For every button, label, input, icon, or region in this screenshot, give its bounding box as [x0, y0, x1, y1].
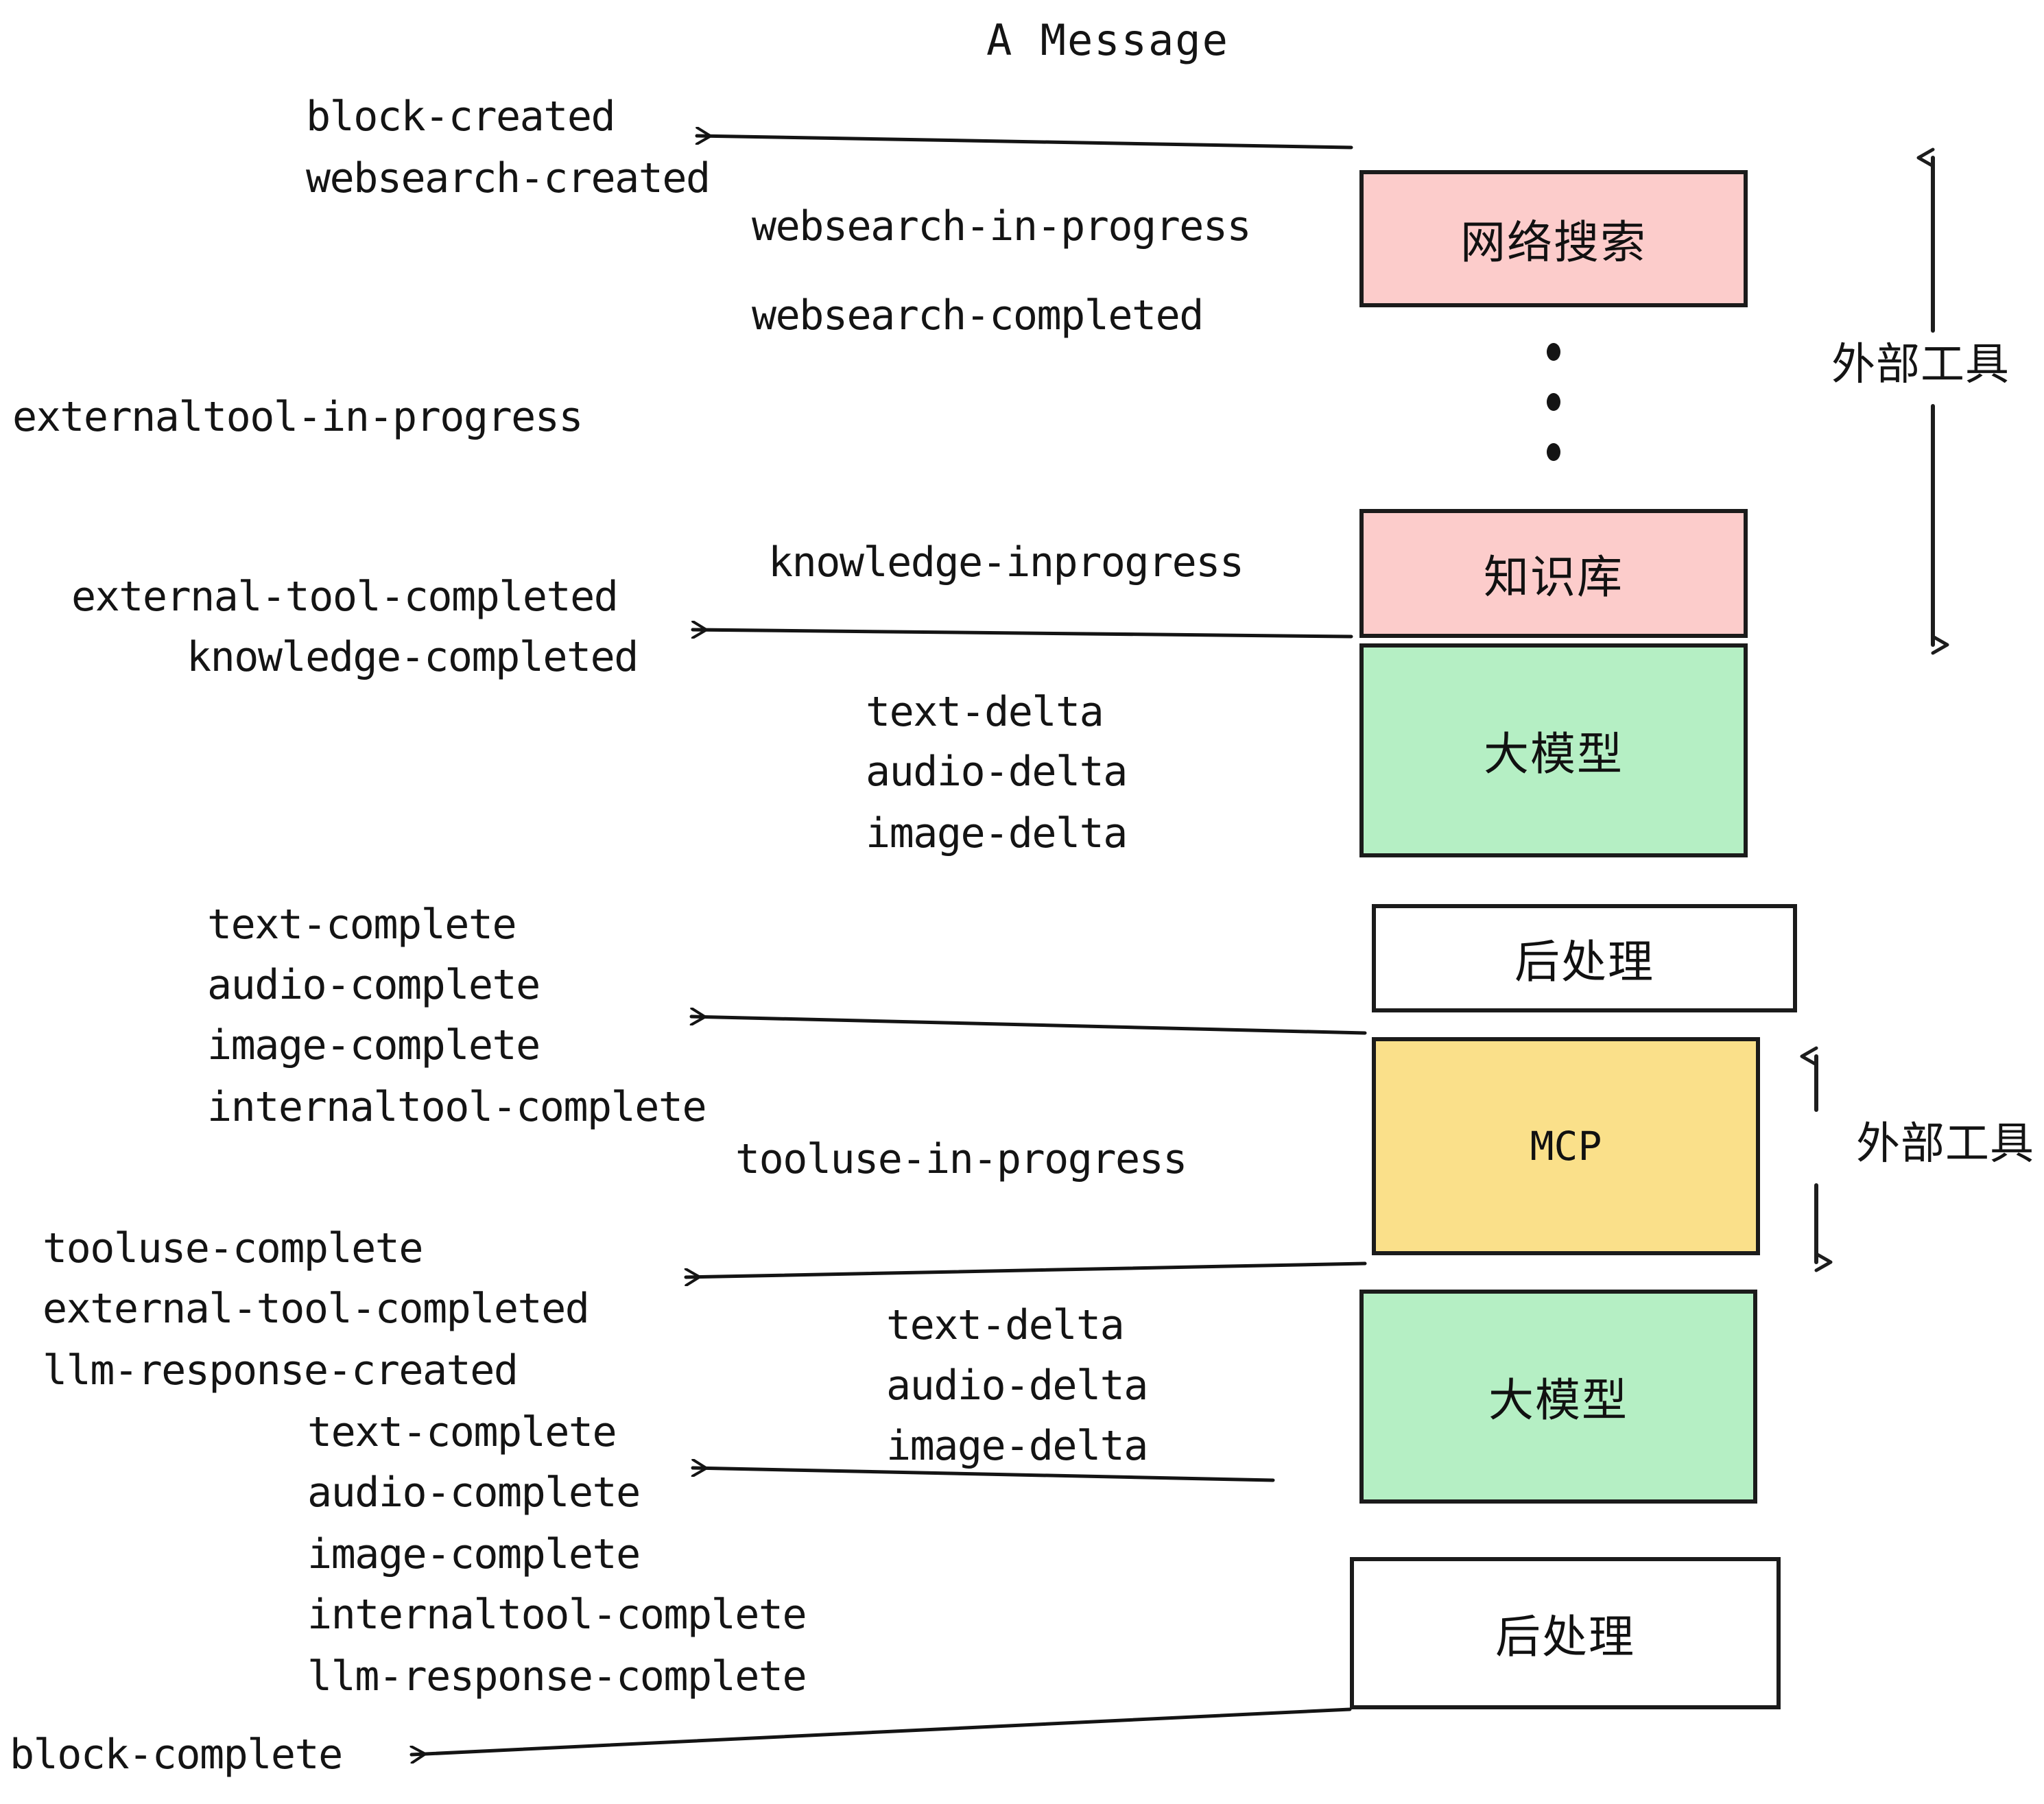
flow-websearch — [695, 136, 1353, 150]
event-label-audio-complete-1: audio-complete — [207, 961, 540, 1009]
flow-postproc-2 — [412, 1707, 1352, 1755]
event-label-externaltool-in-progress: externaltool-in-progress — [12, 393, 583, 441]
event-label-audio-delta-2: audio-delta — [886, 1362, 1148, 1410]
event-label-block-complete: block-complete — [10, 1731, 343, 1779]
event-label-audio-complete-2: audio-complete — [307, 1469, 641, 1517]
node-post-2[interactable]: 后处理 — [1350, 1557, 1781, 1709]
event-label-websearch-completed: websearch-completed — [752, 292, 1204, 340]
page-title: A Message — [986, 15, 1229, 65]
node-label: 网络搜索 — [1460, 216, 1647, 269]
event-label-tooluse-complete: tooluse-complete — [43, 1224, 423, 1272]
dot-icon — [1547, 343, 1560, 361]
event-label-text-delta-2: text-delta — [886, 1301, 1125, 1349]
group-label-external-tools-top: 外部工具 — [1831, 340, 2010, 390]
event-label-text-complete-2: text-complete — [307, 1408, 617, 1456]
dot-icon — [1547, 443, 1560, 461]
dot-icon — [1547, 393, 1560, 411]
node-mcp[interactable]: MCP — [1372, 1037, 1760, 1255]
node-llm-2[interactable]: 大模型 — [1359, 1290, 1757, 1504]
node-label: 大模型 — [1484, 728, 1624, 781]
event-label-image-complete-1: image-complete — [207, 1021, 540, 1069]
event-label-text-delta-1: text-delta — [866, 688, 1104, 736]
event-label-external-tool-completed-2: external-tool-completed — [43, 1285, 590, 1333]
node-knowledge[interactable]: 知识库 — [1359, 509, 1748, 638]
node-llm-1[interactable]: 大模型 — [1359, 643, 1748, 857]
event-label-internaltool-complete-2: internaltool-complete — [307, 1591, 807, 1639]
event-label-image-complete-2: image-complete — [307, 1530, 641, 1578]
node-label: 后处理 — [1514, 936, 1654, 988]
event-label-knowledge-inprogress: knowledge-inprogress — [768, 538, 1244, 586]
flow-postproc-1 — [689, 1017, 1367, 1035]
node-label: 知识库 — [1484, 551, 1624, 604]
ellipsis-dots — [1547, 343, 1560, 461]
node-label: MCP — [1530, 1123, 1602, 1170]
group-label-external-tools-bottom: 外部工具 — [1856, 1119, 2034, 1170]
flow-mcp — [684, 1261, 1367, 1277]
event-label-image-delta-1: image-delta — [866, 809, 1128, 857]
event-label-websearch-created: websearch-created — [306, 154, 711, 202]
event-label-knowledge-completed: knowledge-completed — [187, 633, 639, 681]
event-label-block-created: block-created — [306, 93, 616, 141]
event-label-external-tool-completed-1: external-tool-completed — [71, 573, 619, 621]
event-label-llm-response-complete: llm-response-complete — [307, 1652, 807, 1700]
event-label-tooluse-in-progress: tooluse-in-progress — [735, 1135, 1187, 1183]
event-label-text-complete-1: text-complete — [207, 901, 517, 949]
node-post-1[interactable]: 后处理 — [1372, 904, 1797, 1012]
flow-knowledge — [691, 630, 1353, 637]
node-label: 后处理 — [1495, 1611, 1635, 1663]
node-label: 大模型 — [1488, 1374, 1628, 1427]
event-label-image-delta-2: image-delta — [886, 1422, 1148, 1470]
event-label-audio-delta-1: audio-delta — [866, 748, 1128, 796]
event-label-internaltool-complete-1: internaltool-complete — [207, 1083, 707, 1131]
event-label-websearch-in-progress: websearch-in-progress — [752, 202, 1252, 250]
node-websearch[interactable]: 网络搜索 — [1359, 170, 1748, 307]
event-label-llm-response-created: llm-response-created — [43, 1346, 519, 1394]
